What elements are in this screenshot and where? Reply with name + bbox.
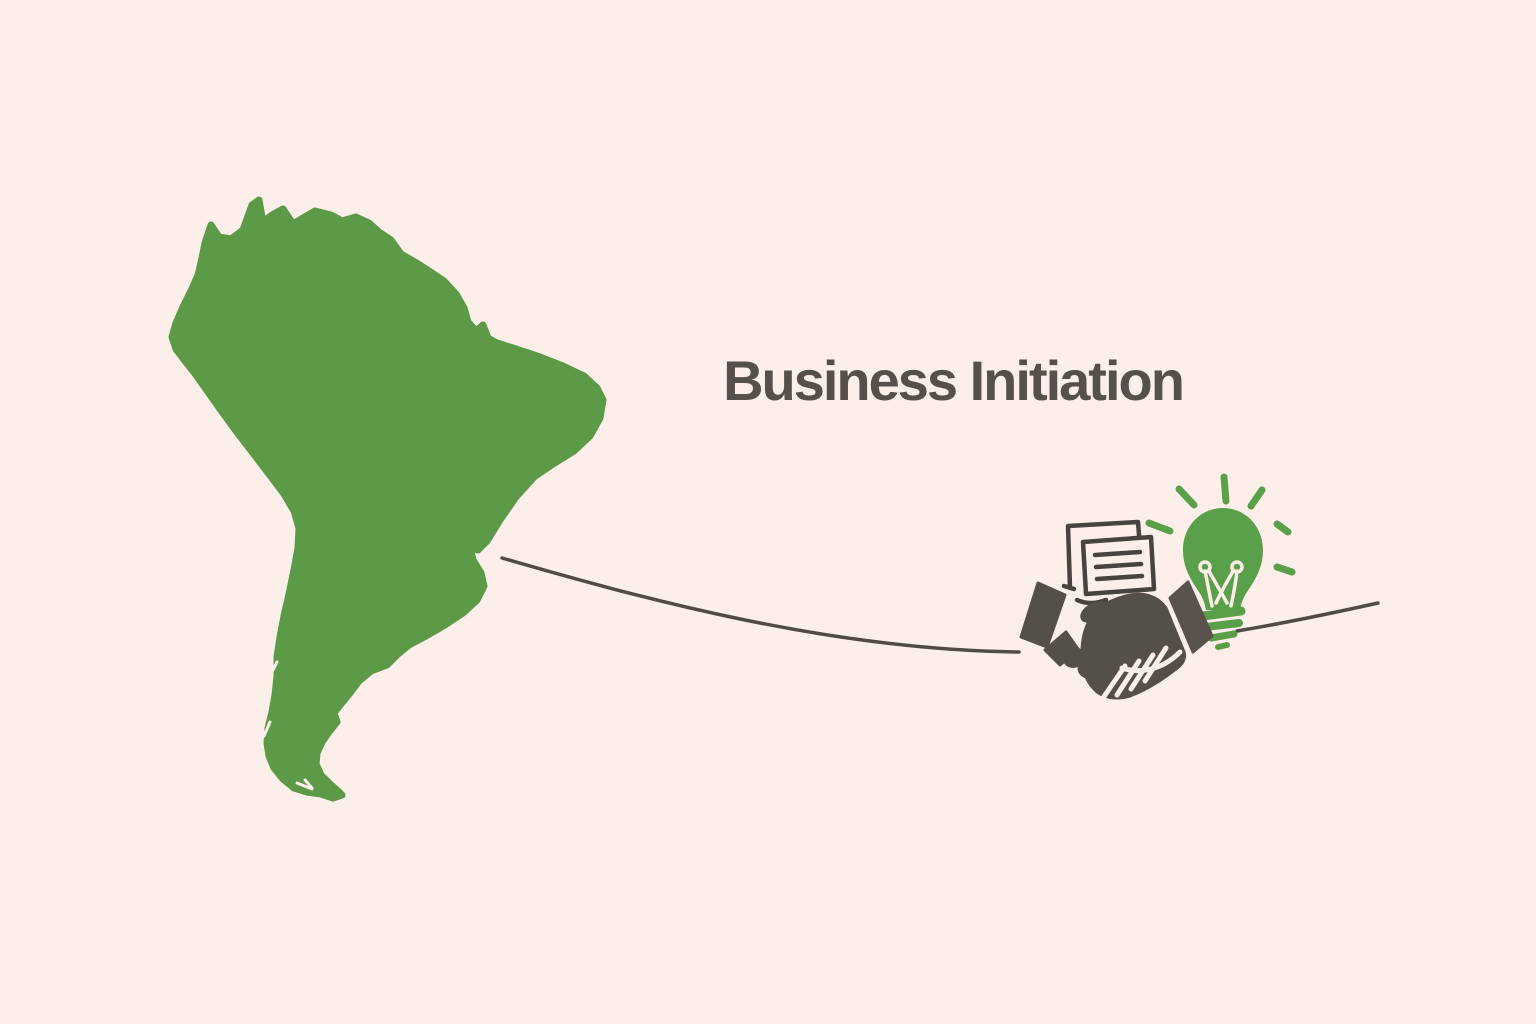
- lightbulb-filament: [1198, 560, 1244, 608]
- lightbulb-body: [1183, 508, 1263, 610]
- handshake-thumb: [1080, 601, 1108, 623]
- connector-left-segment: [500, 556, 1021, 654]
- document-accent-dashes: [1061, 583, 1109, 606]
- lightbulb-base: [1198, 606, 1246, 650]
- handshake-right-sleeve: [1168, 580, 1214, 654]
- south-america-map: [168, 196, 607, 802]
- handshake-icon: [1019, 580, 1214, 701]
- lightbulb-icon: [1145, 473, 1296, 650]
- south-america-shape: [168, 196, 607, 802]
- document-icon: [1061, 519, 1157, 606]
- document-front-sheet: [1080, 534, 1157, 597]
- handshake-finger-gaps: [1100, 645, 1183, 701]
- connector-line: [500, 556, 1380, 654]
- lightbulb-rays: [1145, 473, 1296, 576]
- page-title: Business Initiation: [723, 349, 1185, 412]
- document-text-lines: [1092, 549, 1145, 582]
- map-detail-slit: [262, 660, 314, 791]
- connector-right-segment: [1235, 601, 1380, 633]
- document-back-sheet: [1065, 519, 1142, 591]
